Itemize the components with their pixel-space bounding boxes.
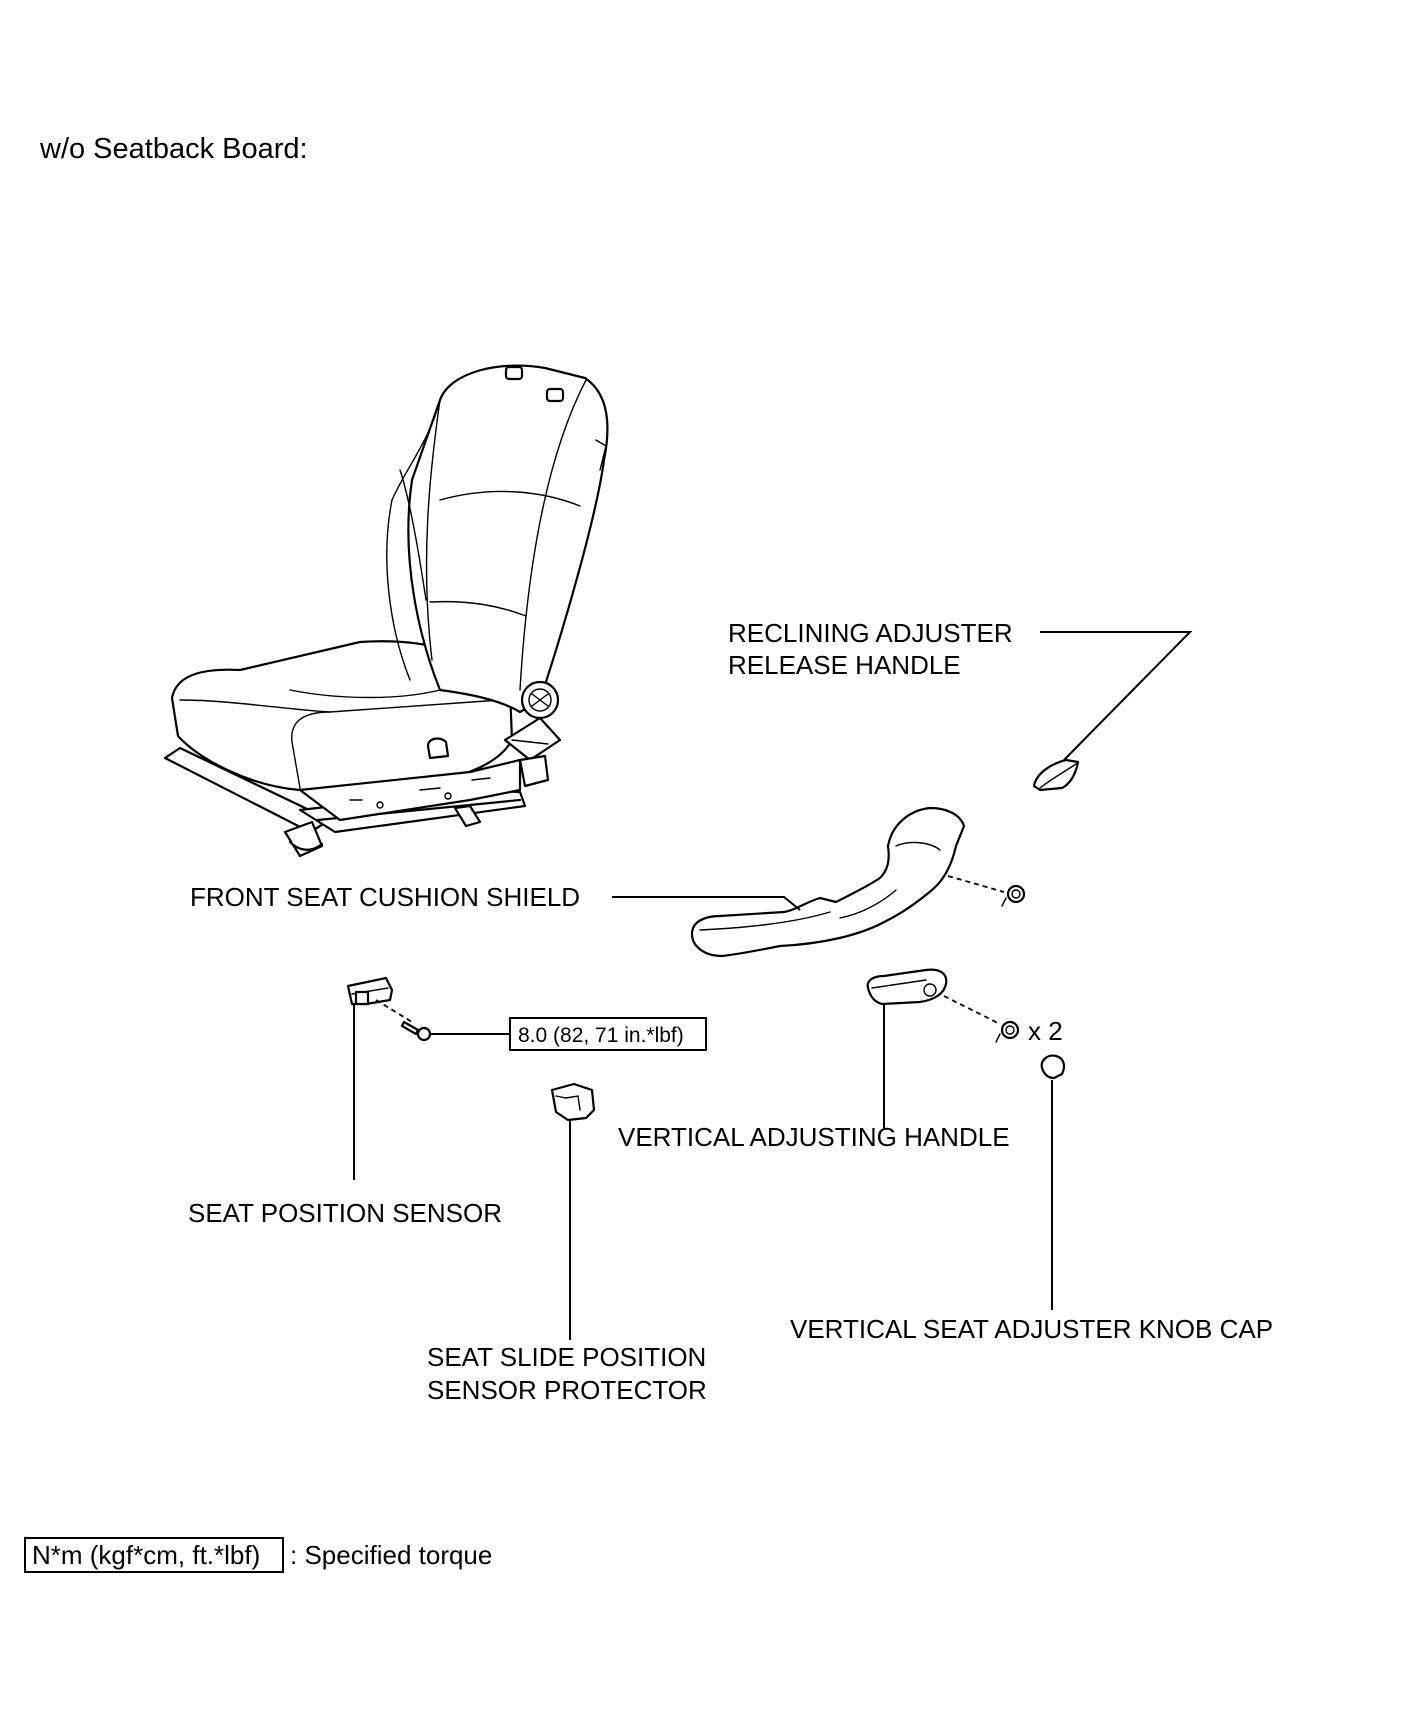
shield-screw-icon [1001,884,1026,907]
reclining-adjuster-release-handle-part [1032,758,1080,792]
reclining-adjuster-label-line2: RELEASE HANDLE [728,650,961,680]
knob-cap-label: VERTICAL SEAT ADJUSTER KNOB CAP [790,1314,1273,1344]
seat-position-sensor-part [346,976,394,1006]
handle-clip-icon [995,1020,1020,1043]
front-seat-cushion-shield-label: FRONT SEAT CUSHION SHIELD [190,882,580,912]
front-seat-assembly-illustration [163,364,609,858]
sensor-bolt-icon [400,1020,432,1042]
cushion-shield-leader [612,896,801,911]
shield-screw-guide [947,875,1005,893]
legend-torque-description: : Specified torque [290,1540,492,1570]
variant-label: w/o Seatback Board: [39,133,308,165]
sensor-protector-label-line2: SENSOR PROTECTOR [427,1375,707,1405]
front-seat-cushion-shield-part [690,806,966,958]
handle-clip-guide [943,995,1001,1025]
clip-quantity-label: x 2 [1028,1016,1063,1046]
vertical-adjusting-handle-label: VERTICAL ADJUSTING HANDLE [618,1122,1010,1152]
reclining-adjuster-leader [1040,631,1193,761]
seat-position-sensor-label: SEAT POSITION SENSOR [188,1198,502,1228]
sensor-protector-label-line1: SEAT SLIDE POSITION [427,1342,706,1372]
knob-cap-part [1040,1054,1066,1080]
legend-torque-box [24,1537,284,1573]
legend-torque-unit: N*m (kgf*cm, ft.*lbf) [32,1540,260,1570]
vertical-adjusting-handle-part [866,968,948,1006]
sensor-protector-part [550,1082,596,1122]
sensor-bolt-guide [375,999,413,1023]
torque-box [509,1017,707,1051]
torque-value: 8.0 (82, 71 in.*lbf) [518,1024,684,1047]
reclining-adjuster-label-line1: RECLINING ADJUSTER [728,618,1013,648]
